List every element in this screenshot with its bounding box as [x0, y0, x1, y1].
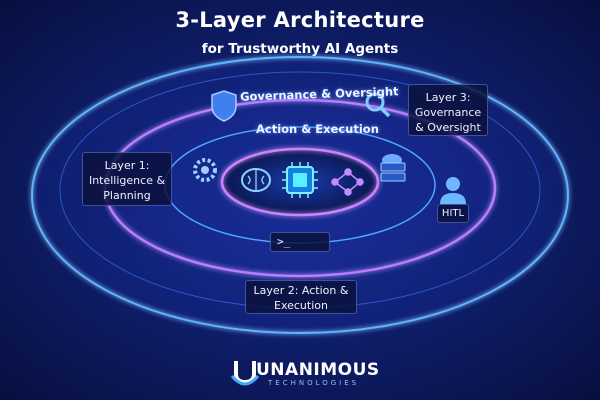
- layer3-callout: Layer 3: Governance & Oversight: [408, 84, 488, 136]
- hitl-badge: HITL: [437, 204, 469, 223]
- magnifier-icon: [365, 92, 391, 118]
- gear-icon: [193, 158, 217, 182]
- brain-icon: [241, 168, 271, 192]
- chip-icon: [282, 162, 318, 198]
- page-title: 3-Layer Architecture: [175, 8, 425, 32]
- person-icon: [440, 177, 466, 204]
- terminal-icon: >_: [270, 232, 330, 252]
- outer-ring-glow: [30, 55, 570, 335]
- layer2-callout: Layer 2: Action & Execution: [245, 280, 357, 314]
- server-icon: [380, 154, 406, 182]
- logo-name: UNANIMOUS: [256, 360, 380, 380]
- core-ring-glow: [219, 146, 381, 218]
- page-subtitle: for Trustworthy AI Agents: [201, 41, 399, 57]
- network-icon: [331, 168, 364, 196]
- middle-ring-label: Action & Execution: [256, 122, 379, 136]
- shield-icon: [211, 90, 237, 122]
- layer1-callout: Layer 1: Intelligence & Planning: [82, 152, 172, 206]
- logo-tagline: TECHNOLOGIES: [268, 379, 360, 387]
